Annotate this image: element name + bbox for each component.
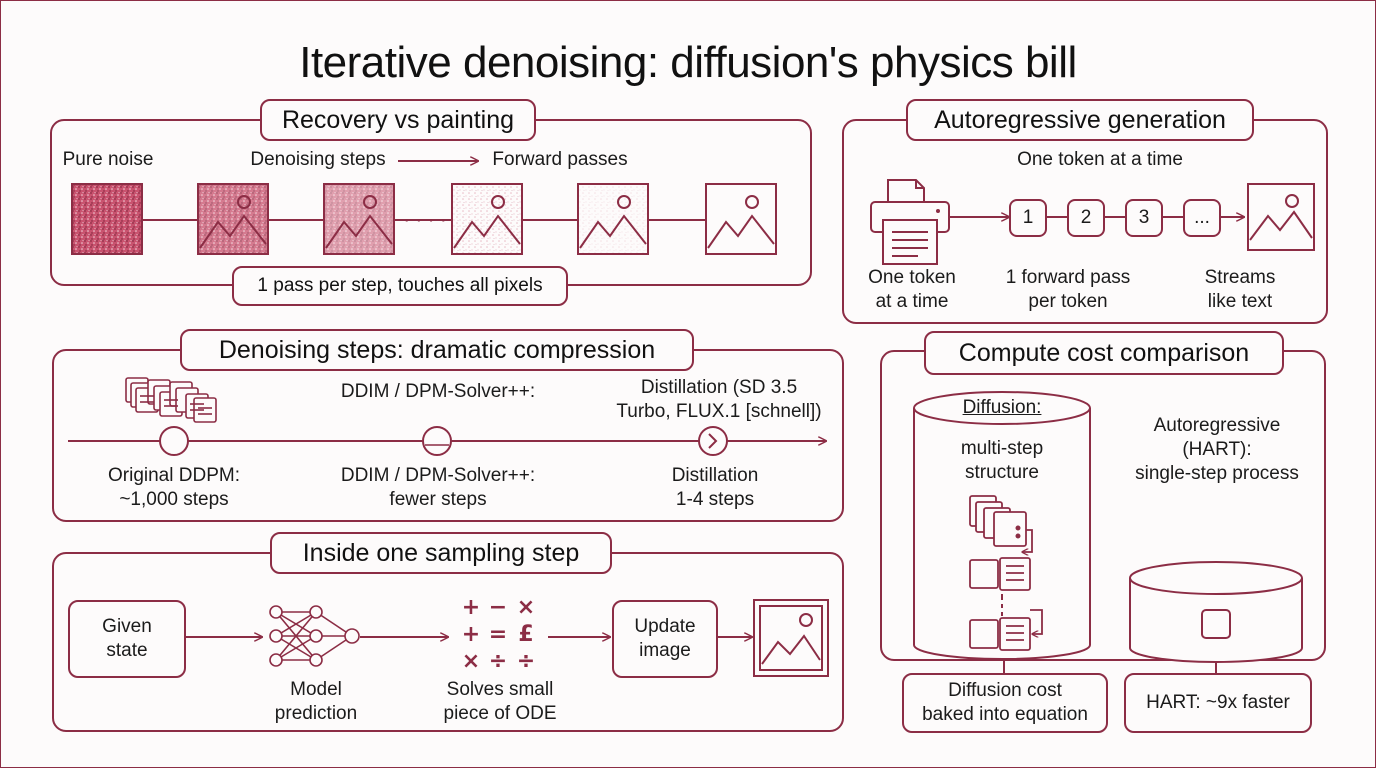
- diffusion-cost-line-2: baked into equation: [922, 704, 1088, 725]
- denoising-frame-1: [71, 183, 143, 255]
- token-box-2: 2: [1067, 199, 1105, 237]
- solves-ode-line-2: piece of ODE: [443, 703, 557, 724]
- ddim-label: DDIM / DPM-Solver++: fewer steps: [322, 464, 554, 512]
- framed-image-icon: [753, 599, 829, 677]
- autoregressive-hart-label: Autoregressive (HART): single-step proce…: [1112, 414, 1322, 486]
- svg-text:×: ×: [517, 595, 535, 620]
- model-prediction-line-1: Model: [290, 679, 342, 700]
- token-box-3: 3: [1125, 199, 1163, 237]
- model-prediction-label: Model prediction: [250, 678, 382, 726]
- stream-caption: Streams like text: [1190, 266, 1290, 314]
- svg-text:=: =: [489, 622, 507, 647]
- token-box-ellipsis: ...: [1183, 199, 1221, 237]
- update-image-line-1: Update: [634, 616, 696, 637]
- ddim-top-label: DDIM / DPM-Solver++:: [340, 381, 536, 402]
- neural-network-icon: [269, 605, 360, 667]
- sampling-title: Inside one sampling step: [270, 532, 612, 574]
- document-stack-icon: [125, 377, 217, 423]
- image-icon: [1247, 183, 1315, 251]
- pass-caption-line-2: per token: [1028, 291, 1108, 312]
- ddim-marker: [422, 426, 452, 456]
- svg-text:−: −: [489, 595, 507, 620]
- solves-ode-label: Solves small piece of ODE: [420, 678, 580, 726]
- denoising-frame-5: [577, 183, 649, 255]
- given-state-line-1: Given: [102, 616, 152, 637]
- compute-title: Compute cost comparison: [924, 331, 1284, 375]
- svg-text:· · · ·: · · · ·: [403, 209, 446, 231]
- solves-ode-line-1: Solves small: [446, 679, 554, 700]
- token-box-1: 1: [1009, 199, 1047, 237]
- denoising-frame-2: [197, 183, 269, 255]
- svg-text:+: +: [462, 595, 480, 620]
- hart-faster-box: HART: ~9x faster: [1124, 673, 1312, 733]
- recovery-panel: [50, 119, 812, 286]
- distillation-top-line-1: Distillation (SD 3.5: [640, 377, 798, 398]
- diffusion-cost-box: Diffusion cost baked into equation: [902, 673, 1108, 733]
- given-state-box: Given state: [68, 600, 186, 678]
- distillation-marker: [698, 426, 728, 456]
- given-state-line-2: state: [106, 640, 148, 661]
- diffusion-cost-line-1: Diffusion cost: [948, 680, 1062, 701]
- svg-text:×: ×: [462, 649, 480, 674]
- pass-caption: 1 forward pass per token: [988, 266, 1148, 314]
- ar-label-line-1: Autoregressive: [1153, 415, 1281, 436]
- denoising-steps-label: Denoising steps: [250, 149, 386, 170]
- model-prediction-line-2: prediction: [274, 703, 358, 724]
- ddpm-marker: [159, 426, 189, 456]
- distillation-top-label: Distillation (SD 3.5 Turbo, FLUX.1 [schn…: [596, 376, 842, 424]
- ar-label-line-2: (HART):: [1182, 439, 1252, 460]
- denoising-frame-3: [323, 183, 395, 255]
- stream-caption-line-1: Streams: [1204, 267, 1276, 288]
- pure-noise-label: Pure noise: [62, 149, 154, 170]
- svg-text:÷: ÷: [517, 649, 535, 674]
- page-title: Iterative denoising: diffusion's physics…: [299, 38, 1077, 87]
- distillation-label-line-2: 1-4 steps: [675, 489, 755, 510]
- denoising-frame-6: [705, 183, 777, 255]
- diffusion-desc: multi-step structure: [932, 437, 1072, 485]
- printer-caption-line-2: at a time: [875, 291, 949, 312]
- ddpm-label-line-1: Original DDPM:: [108, 465, 240, 486]
- ddim-label-line-1: DDIM / DPM-Solver++:: [340, 465, 536, 486]
- diffusion-cylinder-label: Diffusion:: [962, 397, 1042, 418]
- diffusion-desc-line-2: structure: [965, 462, 1039, 483]
- stream-caption-line-2: like text: [1207, 291, 1273, 312]
- ddpm-label-line-2: ~1,000 steps: [119, 489, 229, 510]
- diffusion-desc-line-1: multi-step: [960, 438, 1044, 459]
- math-symbols-icon: +−× +=£ ×÷÷: [462, 595, 535, 674]
- printer-caption-line-1: One token: [868, 267, 956, 288]
- ddim-label-line-2: fewer steps: [389, 489, 487, 510]
- update-image-box: Update image: [612, 600, 718, 678]
- distillation-label: Distillation 1-4 steps: [640, 464, 790, 512]
- svg-text:+: +: [462, 622, 480, 647]
- printer-caption: One token at a time: [852, 266, 972, 314]
- autoregressive-subtitle: One token at a time: [1017, 149, 1183, 170]
- printer-icon: [870, 179, 950, 265]
- denoising-frame-4: [451, 183, 523, 255]
- compression-title: Denoising steps: dramatic compression: [180, 329, 694, 371]
- forward-passes-label: Forward passes: [492, 149, 628, 170]
- autoregressive-title: Autoregressive generation: [906, 99, 1254, 141]
- update-image-line-2: image: [639, 640, 691, 661]
- ar-label-line-3: single-step process: [1135, 463, 1299, 484]
- hart-cylinder: [1129, 561, 1303, 663]
- pass-caption-line-1: 1 forward pass: [1005, 267, 1131, 288]
- distillation-top-line-2: Turbo, FLUX.1 [schnell]): [616, 401, 822, 422]
- ddpm-label: Original DDPM: ~1,000 steps: [88, 464, 260, 512]
- svg-text:£: £: [518, 622, 533, 647]
- recovery-footer: 1 pass per step, touches all pixels: [232, 266, 568, 306]
- multi-step-docs-icon: [969, 495, 1043, 651]
- distillation-label-line-1: Distillation: [671, 465, 759, 486]
- svg-text:÷: ÷: [489, 649, 507, 674]
- denoising-frames: [71, 183, 777, 255]
- recovery-title: Recovery vs painting: [260, 99, 536, 141]
